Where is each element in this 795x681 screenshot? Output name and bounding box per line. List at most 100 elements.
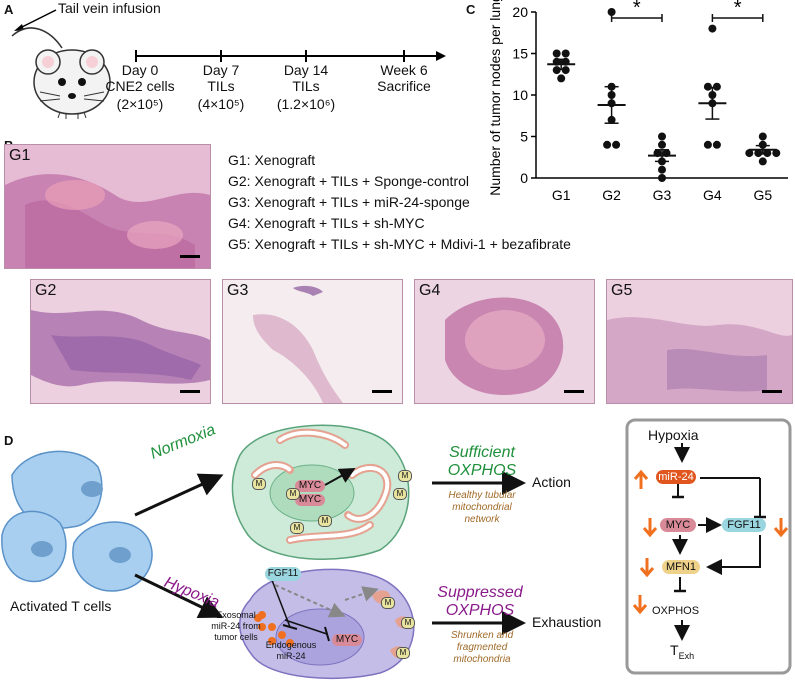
data-point — [658, 174, 666, 182]
x-tick-label: G4 — [703, 187, 722, 203]
legend-g2: G2: Xenograft + TILs + Sponge-control — [228, 173, 470, 189]
mito-m-9: M — [396, 647, 410, 659]
healthy-2: mitochondrial — [452, 502, 512, 513]
significance-star: * — [633, 0, 641, 19]
x-tick-label: G3 — [653, 187, 672, 203]
data-point — [758, 157, 767, 166]
g4-label: G4 — [419, 282, 441, 299]
g3-label: G3 — [227, 282, 249, 299]
histology-g4: G4 — [414, 279, 595, 404]
mito-m-7: M — [381, 597, 395, 609]
exosomal-3: tumor cells — [214, 632, 258, 642]
timeline-0-bot: (2×10⁵) — [116, 96, 164, 112]
suppressed-label: Suppressed — [437, 584, 523, 601]
data-point — [772, 149, 781, 158]
scale-bar — [762, 390, 782, 393]
scale-bar — [372, 390, 392, 393]
timeline-3-top: Week 6 — [380, 62, 428, 78]
mito-m-1: M — [318, 515, 332, 527]
sufficient-label: Sufficient — [449, 444, 515, 461]
data-point — [658, 165, 666, 174]
significance-star: * — [734, 0, 742, 19]
data-point — [708, 24, 717, 33]
panel-a-drawing — [11, 9, 446, 119]
data-point — [703, 140, 712, 149]
mito-m-5: M — [286, 488, 300, 500]
t-cell-cluster — [1, 450, 153, 592]
timeline-1-top: Day 7 — [202, 62, 240, 78]
oxphos-purple: OXPHOS — [445, 602, 515, 619]
myc-nucleus-normoxia-1: MYC — [295, 480, 325, 492]
data-point — [758, 140, 767, 149]
shrunken-2: fragmented — [456, 642, 508, 653]
x-tick-label: G5 — [753, 187, 772, 203]
scale-bar — [180, 255, 200, 258]
x-tick-label: G1 — [552, 187, 571, 203]
data-point — [758, 132, 767, 141]
data-point — [703, 82, 712, 91]
data-point — [561, 66, 570, 75]
x-tick-label: G2 — [602, 187, 621, 203]
data-point — [552, 66, 561, 75]
orange-arrows — [632, 469, 789, 615]
pathway-hypoxia: Hypoxia — [648, 427, 699, 443]
g1-label: G1 — [9, 147, 31, 164]
exosomal-1: Exosomal — [216, 610, 256, 620]
pathway-texh: TExh — [670, 642, 695, 661]
healthy-3: network — [464, 514, 500, 525]
oxphos-green: OXPHOS — [447, 462, 517, 479]
mito-m-3: M — [252, 478, 266, 490]
g5-label: G5 — [611, 282, 633, 299]
histology-g5: G5 — [606, 279, 793, 404]
y-tick-label: 15 — [512, 46, 528, 62]
data-point — [607, 8, 616, 16]
timeline-1-bot: (4×10⁵) — [197, 96, 245, 112]
legend-g1: G1: Xenograft — [228, 152, 316, 168]
mouse-icon — [11, 27, 111, 119]
endogenous-1: Endogenous — [265, 640, 317, 650]
timeline-0-mid: CNE2 cells — [105, 78, 175, 94]
panel-c-label: C — [466, 2, 476, 17]
data-point — [754, 149, 763, 158]
timeline-1-mid: TILs — [207, 78, 235, 94]
timeline-2-mid: TILs — [292, 78, 320, 94]
pathway-fgf11: FGF11 — [722, 518, 766, 532]
exosomal-2: miR-24 from — [211, 621, 261, 631]
tail-vein-label: Tail vein infusion — [58, 0, 161, 16]
timeline-3-mid: Sacrifice — [377, 78, 431, 94]
activated-t-cells-label: Activated T cells — [10, 598, 112, 614]
y-axis-label: Number of tumor nodes per lung — [487, 0, 503, 196]
timeline-2-top: Day 14 — [283, 62, 329, 78]
data-point — [658, 140, 666, 149]
y-tick-label: 10 — [512, 87, 528, 103]
histology-g3: G3 — [222, 279, 403, 404]
pathway-oxphos: OXPHOS — [652, 605, 700, 617]
data-point — [557, 74, 566, 83]
panel-a-label: A — [4, 2, 14, 17]
data-point — [712, 140, 721, 149]
action-label: Action — [532, 474, 571, 490]
pathway-mfn1: MFN1 — [662, 560, 700, 574]
data-point — [603, 140, 612, 149]
mito-m-8: M — [401, 617, 415, 629]
legend-g5: G5: Xenograft + TILs + sh-MYC + Mdivi-1 … — [228, 236, 571, 252]
legend-g3: G3: Xenograft + TILs + miR-24-sponge — [228, 194, 470, 210]
timeline-0-top: Day 0 — [121, 62, 159, 78]
healthy-1: Healthy tubular — [448, 490, 516, 501]
data-point — [658, 132, 666, 141]
data-point — [712, 82, 721, 91]
data-point — [612, 140, 621, 149]
legend-g4: G4: Xenograft + TILs + sh-MYC — [228, 215, 425, 231]
scale-bar — [564, 390, 584, 393]
scale-bar — [180, 390, 200, 393]
myc-hypoxia: MYC — [332, 634, 362, 646]
mito-m-6: M — [393, 488, 407, 500]
g2-label: G2 — [35, 282, 57, 299]
pathway-myc: MYC — [660, 518, 696, 532]
histology-g1: G1 — [4, 144, 211, 269]
hypoxia-cell — [239, 568, 415, 680]
myc-nucleus-normoxia-2: MYC — [295, 494, 325, 506]
y-tick-label: 5 — [520, 129, 528, 145]
shrunken-3: mitochondria — [453, 654, 511, 665]
